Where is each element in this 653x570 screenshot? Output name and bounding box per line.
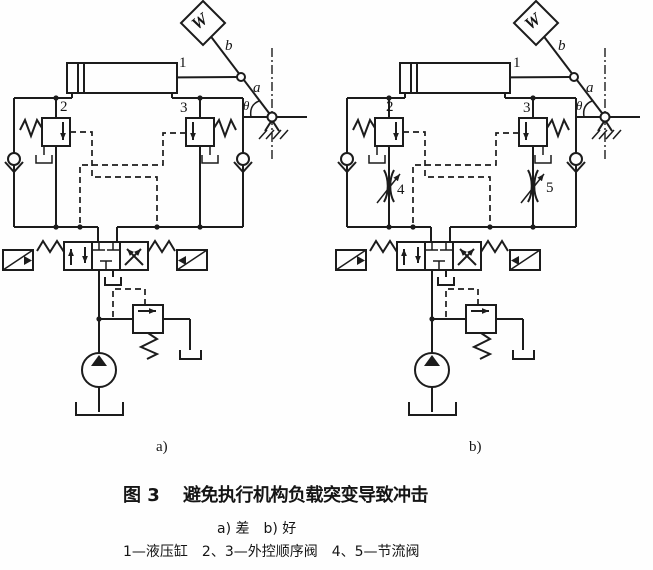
pin-joint	[236, 72, 246, 82]
rod-a-label-b: a	[586, 80, 594, 96]
circuit-b	[336, 1, 640, 415]
relief-valve-symbol	[99, 288, 202, 360]
solenoid-right	[176, 249, 208, 271]
pump-symbol	[75, 352, 124, 416]
solenoid-left	[2, 249, 34, 271]
spring	[19, 117, 43, 139]
circuit-a	[2, 0, 307, 416]
pilot-lines	[70, 131, 186, 225]
check-valve-left	[4, 152, 24, 173]
rod-a-label-a: a	[253, 80, 261, 96]
drain	[201, 155, 219, 164]
spring-left	[36, 239, 65, 254]
directional-valve-symbol	[2, 239, 208, 286]
spring-right	[147, 239, 176, 254]
throttle-valve-4-symbol	[376, 169, 401, 204]
tank	[179, 350, 202, 360]
seq-valve-2-label-a: 2	[60, 99, 68, 115]
cylinder-symbol	[66, 62, 239, 98]
cylinder-label-b: 1	[513, 55, 521, 71]
pivot	[266, 111, 278, 123]
throttle-5-label-b: 5	[546, 180, 554, 196]
sub-label-a: a)	[156, 439, 168, 455]
rod-b-label-b: b	[558, 38, 566, 54]
angle-label-a: θ	[243, 98, 250, 113]
sub-label-b: b)	[469, 439, 482, 455]
throttle-valve-5-symbol	[520, 169, 545, 204]
tank	[75, 402, 124, 416]
hydraulic-circuit-diagrams	[2, 0, 653, 416]
drain	[35, 155, 53, 164]
seq-valve-3-label-a: 3	[180, 100, 188, 116]
ground-hatching	[258, 129, 289, 140]
spring	[213, 117, 237, 139]
throttle-4-label-b: 4	[397, 182, 405, 198]
lever-mechanism	[179, 0, 307, 160]
spring	[138, 332, 160, 360]
caption-figure-no: 图 3	[123, 485, 160, 506]
seq-valve-3-label-b: 3	[523, 100, 531, 116]
junction-dots	[53, 95, 203, 322]
cylinder-label-a: 1	[179, 55, 187, 71]
weight-block	[179, 0, 227, 47]
sequence-valve-3-symbol	[185, 98, 237, 227]
sequence-valve-2-symbol	[19, 98, 71, 227]
check-valve-right	[233, 152, 253, 173]
tank	[104, 277, 122, 286]
caption-legend: 1—液压缸 2、3—外控顺序阀 4、5—节流阀	[123, 544, 420, 560]
caption-title: 避免执行机构负载突变导致冲击	[183, 485, 429, 506]
caption-subtitle: a) 差 b) 好	[217, 521, 297, 537]
angle-label-b: θ	[576, 98, 583, 113]
rod-b-label-a: b	[225, 38, 233, 54]
seq-valve-2-label-b: 2	[386, 99, 394, 115]
